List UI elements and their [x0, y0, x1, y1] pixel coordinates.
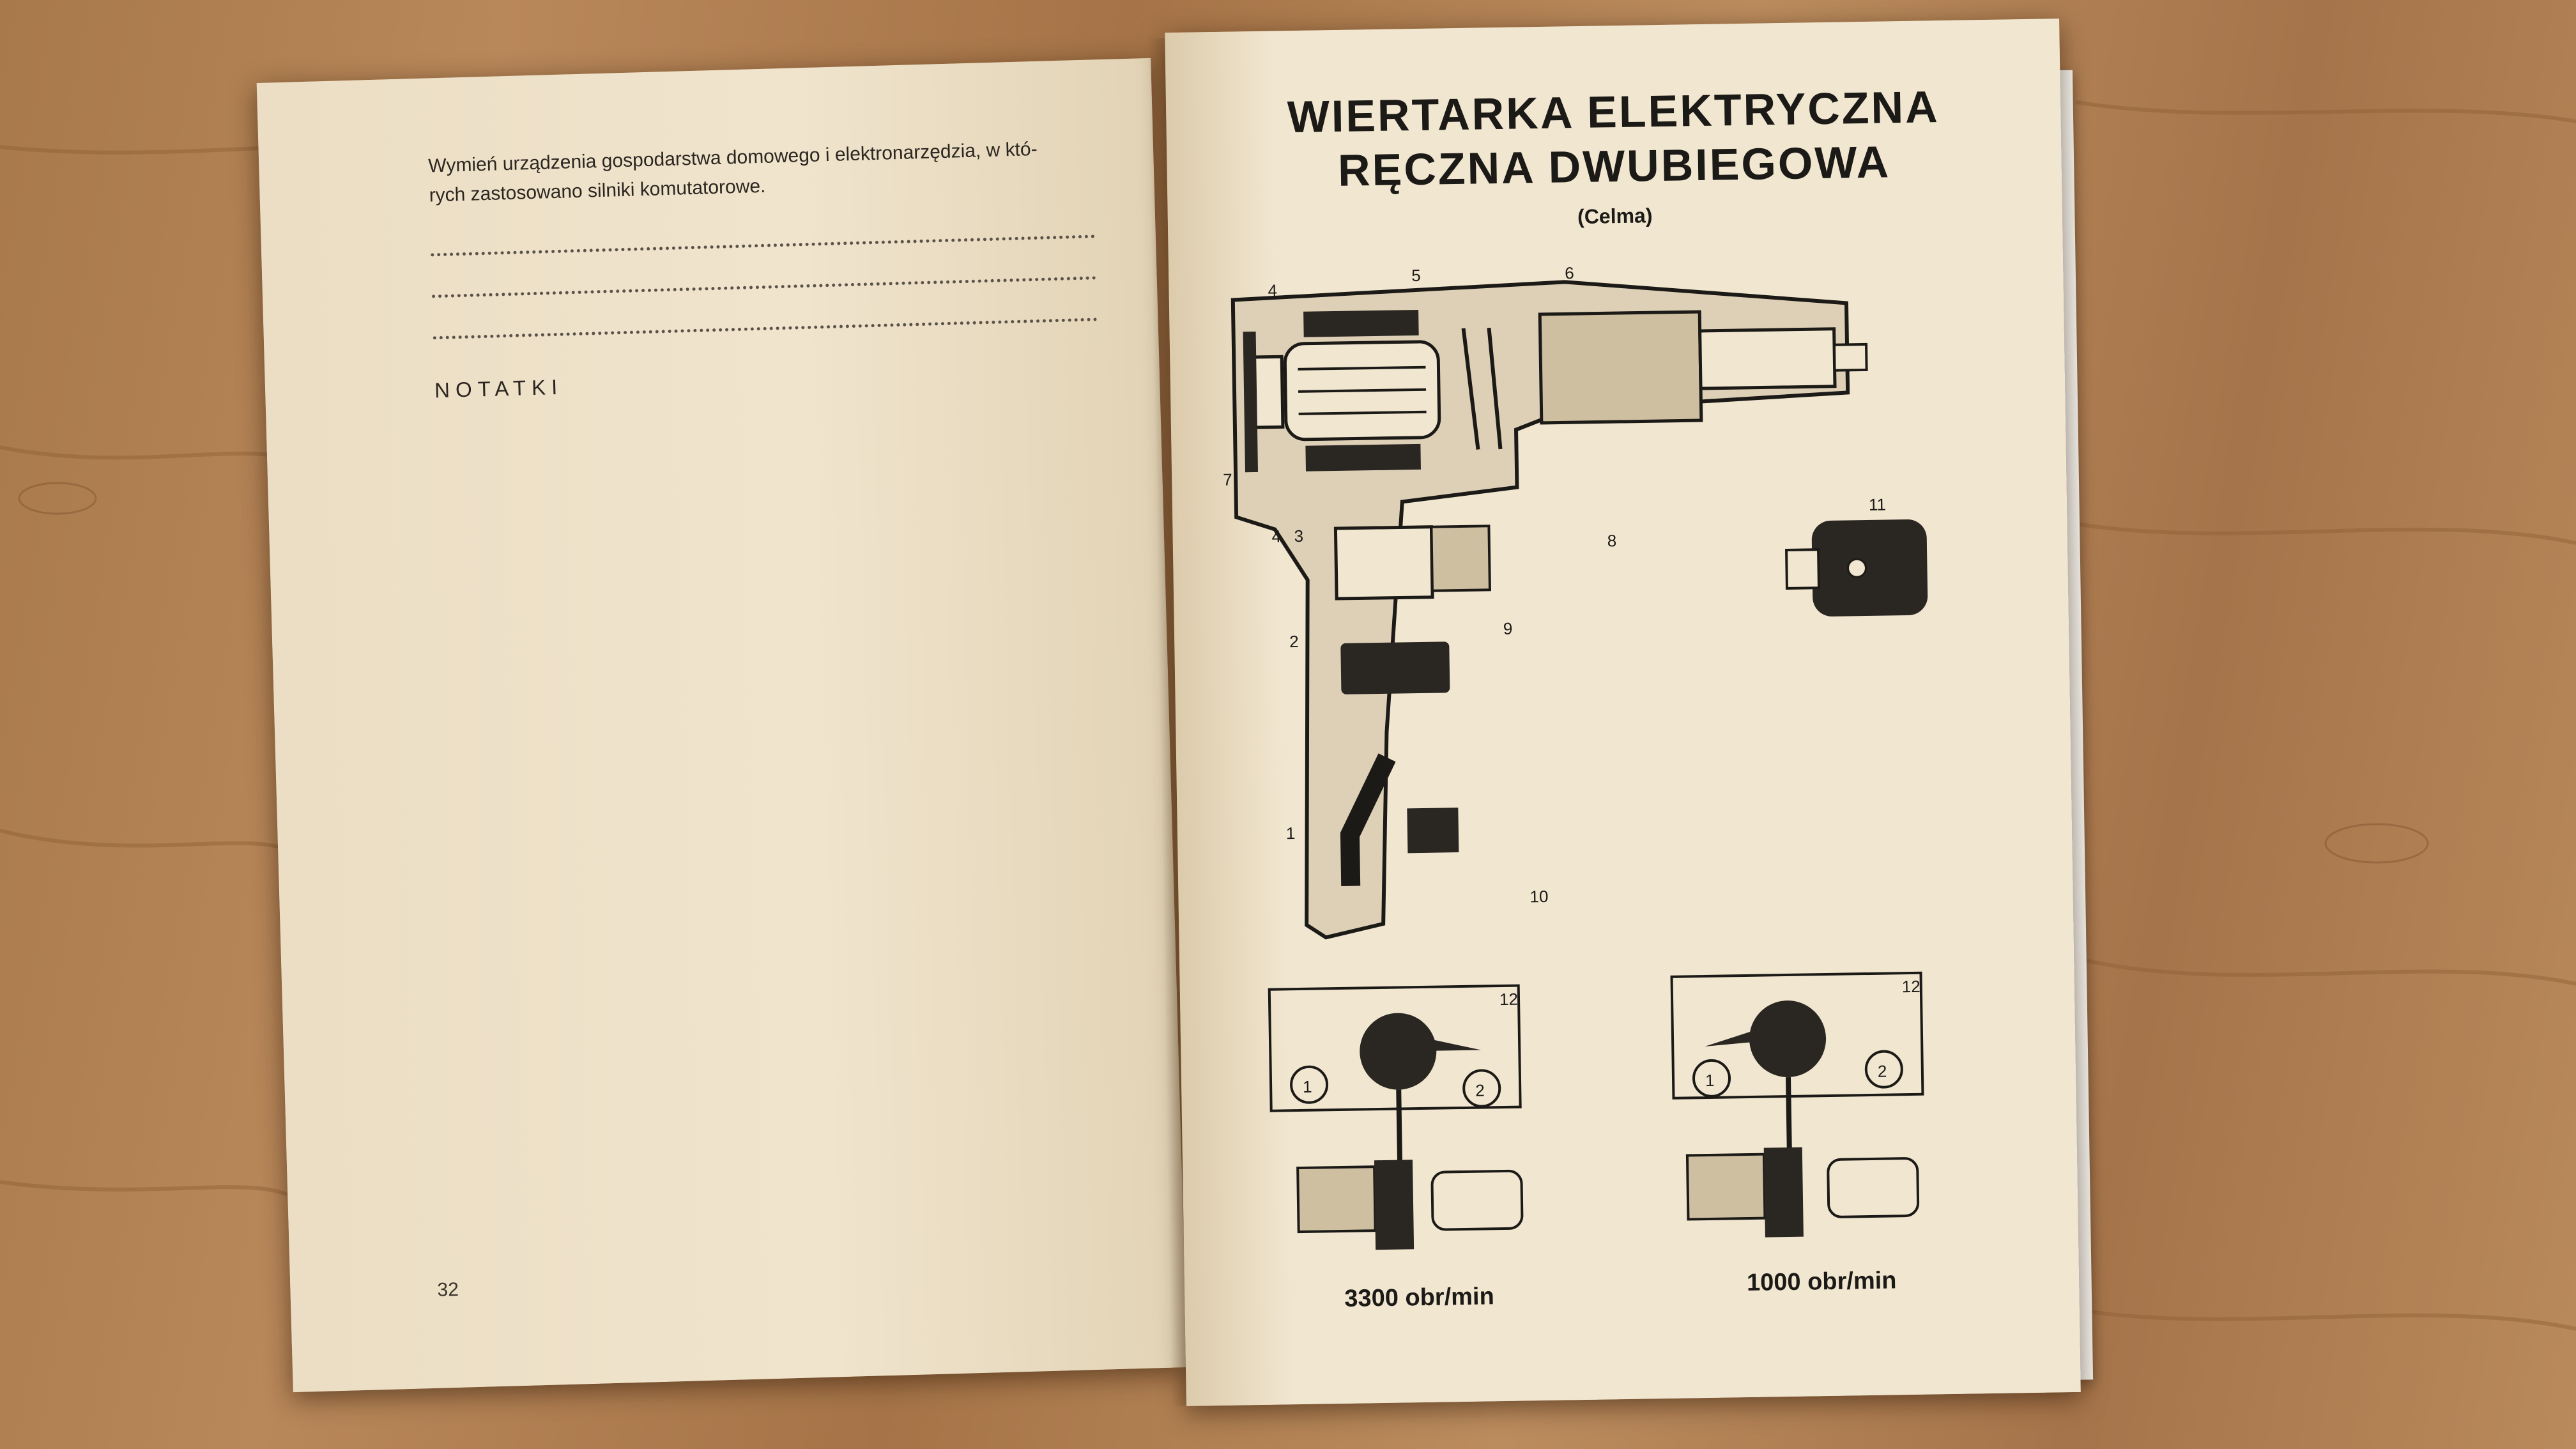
- spindle-thread: [1832, 342, 1868, 372]
- callout-label: 2: [1289, 632, 1299, 651]
- callout-label: 4: [1268, 280, 1277, 300]
- drill-cross-section-diagram: 4 5 6 7 4 3 2 1 8 9 10 11 1 2 12: [1223, 263, 1928, 1250]
- page-subtitle: (Celma): [1577, 204, 1653, 229]
- gear-position-2: 2: [1475, 1080, 1485, 1100]
- speed-label-low: 1000 obr/min: [1746, 1267, 1897, 1297]
- drill-chuck: [1785, 519, 1928, 617]
- callout-label: 9: [1503, 619, 1513, 638]
- callout-label: 8: [1607, 531, 1617, 550]
- callout-label: 10: [1529, 887, 1548, 906]
- callout-label: 12: [1902, 977, 1920, 996]
- commutator: [1251, 355, 1285, 429]
- callout-labels: 4 5 6 7 4 3 2 1 8 9 10 11: [1223, 263, 1886, 906]
- callout-label: 1: [1286, 824, 1296, 843]
- callout-label: 7: [1223, 470, 1232, 489]
- page-title-line-2: RĘCZNA DWUBIEGOWA: [1337, 137, 1891, 195]
- speed-label-high: 3300 obr/min: [1344, 1283, 1495, 1312]
- callout-label: 5: [1411, 266, 1421, 285]
- callout-label: 3: [1294, 526, 1303, 546]
- cable-gland: [1407, 808, 1459, 854]
- switch-assembly: [1333, 525, 1434, 601]
- spindle: [1698, 327, 1837, 390]
- right-page: WIERTARKA ELEKTRYCZNA RĘCZNA DWUBIEGOWA …: [1165, 19, 2081, 1406]
- field-winding-top: [1303, 309, 1419, 337]
- speed-selector-block: [1430, 525, 1491, 592]
- gearbox: [1538, 310, 1703, 425]
- callout-label: 11: [1869, 494, 1886, 514]
- capacitor: [1340, 641, 1450, 694]
- gear-position-2: 2: [1878, 1062, 1887, 1081]
- field-winding-bottom: [1305, 443, 1421, 471]
- answer-line: [431, 232, 1095, 257]
- speed-diagram-low: 1 2 12: [1670, 971, 1924, 1238]
- callout-label: 12: [1499, 990, 1518, 1009]
- callout-label: 6: [1565, 263, 1574, 282]
- answer-line: [431, 273, 1096, 298]
- speed-diagram-high: 1 2 12: [1268, 984, 1524, 1250]
- gear-position-1: 1: [1303, 1077, 1312, 1096]
- question-text: Wymień urządzenia gospodarstwa domowego …: [428, 133, 1107, 211]
- notes-heading: NOTATKI: [434, 374, 564, 402]
- brush-holder: [1243, 331, 1259, 473]
- callout-label: 4: [1271, 526, 1281, 546]
- power-cable: [1340, 753, 1396, 886]
- left-page: Wymień urządzenia gospodarstwa domowego …: [256, 57, 1188, 1393]
- page-number: 32: [437, 1278, 459, 1301]
- gear-position-1: 1: [1705, 1071, 1715, 1090]
- page-title-line-1: WIERTARKA ELEKTRYCZNA: [1287, 82, 1940, 142]
- answer-line: [433, 315, 1098, 340]
